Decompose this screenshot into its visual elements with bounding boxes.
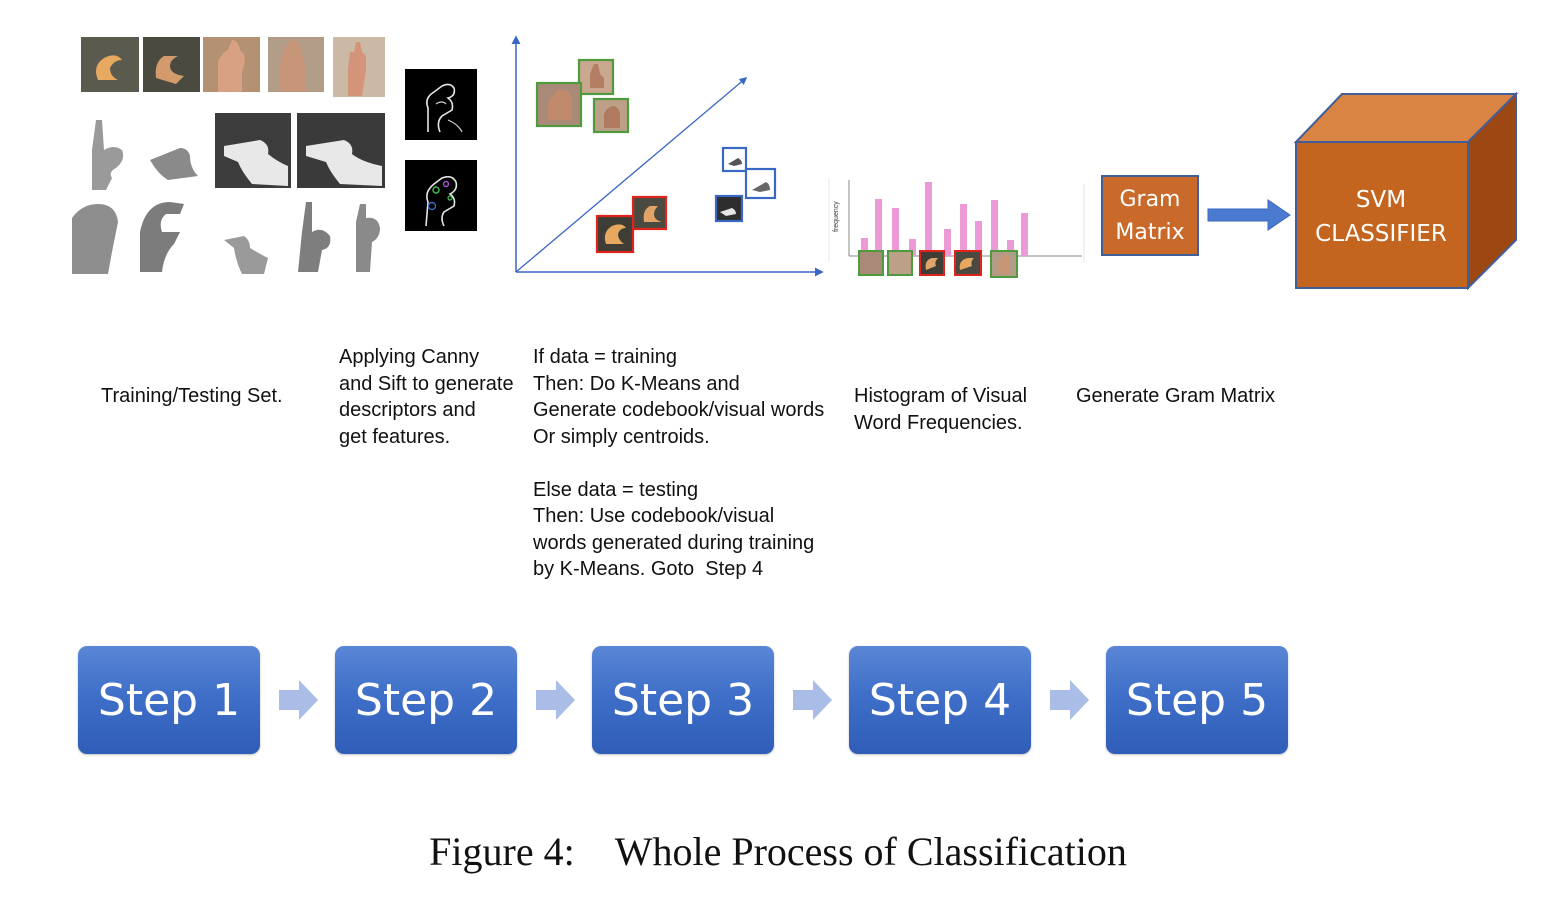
- histogram-bar: [1021, 213, 1028, 256]
- step-3-box: Step 3: [592, 646, 774, 754]
- hand-photo-icon: [209, 198, 286, 274]
- hand-photo-icon: [135, 113, 211, 188]
- hand-photo-icon: [81, 37, 139, 92]
- feature-space-plot: [511, 35, 824, 277]
- svm-classifier-cube: [1293, 91, 1519, 291]
- svm-label-line2: CLASSIFIER: [1315, 221, 1447, 247]
- gram-matrix-box: Gram Matrix: [1101, 175, 1199, 256]
- hand-photo-icon: [289, 198, 347, 274]
- blue-cluster: [714, 146, 777, 223]
- histogram-bar: [875, 199, 882, 256]
- sift-keypoint-icon: [405, 160, 477, 231]
- step-5-box: Step 5: [1106, 646, 1288, 754]
- histogram-bar: [991, 200, 998, 256]
- hand-photo-icon: [297, 113, 385, 188]
- gram-to-svm-arrow: [1207, 199, 1291, 231]
- histogram-bar: [925, 182, 932, 256]
- hand-photo-icon: [143, 37, 200, 92]
- canny-sift-thumbnails: [405, 69, 477, 231]
- right-arrow-icon: [536, 680, 575, 720]
- hand-photo-icon: [351, 198, 385, 274]
- gram-box-line1: Gram: [1119, 186, 1181, 212]
- pipeline-graphics: frequency: [65, 35, 1519, 291]
- hand-photo-icon: [268, 37, 324, 92]
- histogram-bar: [909, 239, 916, 256]
- figure-caption: Figure 4: Whole Process of Classification: [0, 828, 1556, 875]
- histogram-bar: [975, 221, 982, 256]
- step-1-box: Step 1: [78, 646, 260, 754]
- hand-photo-icon: [133, 198, 205, 274]
- step4-description: Histogram of Visual Word Frequencies.: [854, 385, 1028, 434]
- red-cluster: [595, 195, 668, 254]
- hand-photo-icon: [333, 37, 385, 97]
- step-2-box: Step 2: [335, 646, 517, 754]
- histogram-bar: [944, 229, 951, 256]
- visual-word-histogram: frequency: [828, 178, 1085, 278]
- histogram-bars: [861, 182, 1028, 256]
- histogram-bar: [960, 204, 967, 256]
- step5-description: Generate Gram Matrix: [1076, 385, 1275, 407]
- hand-photo-icon: [203, 37, 260, 92]
- step3-description: If data = training Then: Do K-Means and …: [533, 346, 825, 580]
- green-cluster: [535, 58, 630, 134]
- hand-photo-icon: [80, 113, 132, 195]
- histogram-word-icons: [858, 250, 1018, 278]
- right-arrow-icon: [793, 680, 832, 720]
- step-arrows: [279, 680, 1089, 720]
- hand-photo-icon: [65, 198, 131, 274]
- right-arrow-icon: [1050, 680, 1089, 720]
- histogram-bar: [1007, 240, 1014, 256]
- histogram-ylabel: frequency: [833, 201, 840, 232]
- hand-photo-icon: [215, 113, 291, 188]
- figure-number: Figure 4:: [429, 829, 575, 874]
- histogram-bar: [892, 208, 899, 256]
- svm-label-line1: SVM: [1355, 187, 1407, 213]
- histogram-bar: [861, 238, 868, 256]
- canny-edge-icon: [405, 69, 477, 140]
- step1-description: Training/Testing Set.: [101, 385, 283, 407]
- step2-description: Applying Canny and Sift to generate desc…: [339, 346, 514, 448]
- right-arrow-icon: [279, 680, 318, 720]
- gram-box-line2: Matrix: [1115, 219, 1185, 245]
- figure-title: Whole Process of Classification: [614, 829, 1127, 874]
- svm-classifier-label: SVM CLASSIFIER: [1296, 183, 1466, 251]
- step-4-box: Step 4: [849, 646, 1031, 754]
- training-set-thumbnails: [65, 37, 385, 274]
